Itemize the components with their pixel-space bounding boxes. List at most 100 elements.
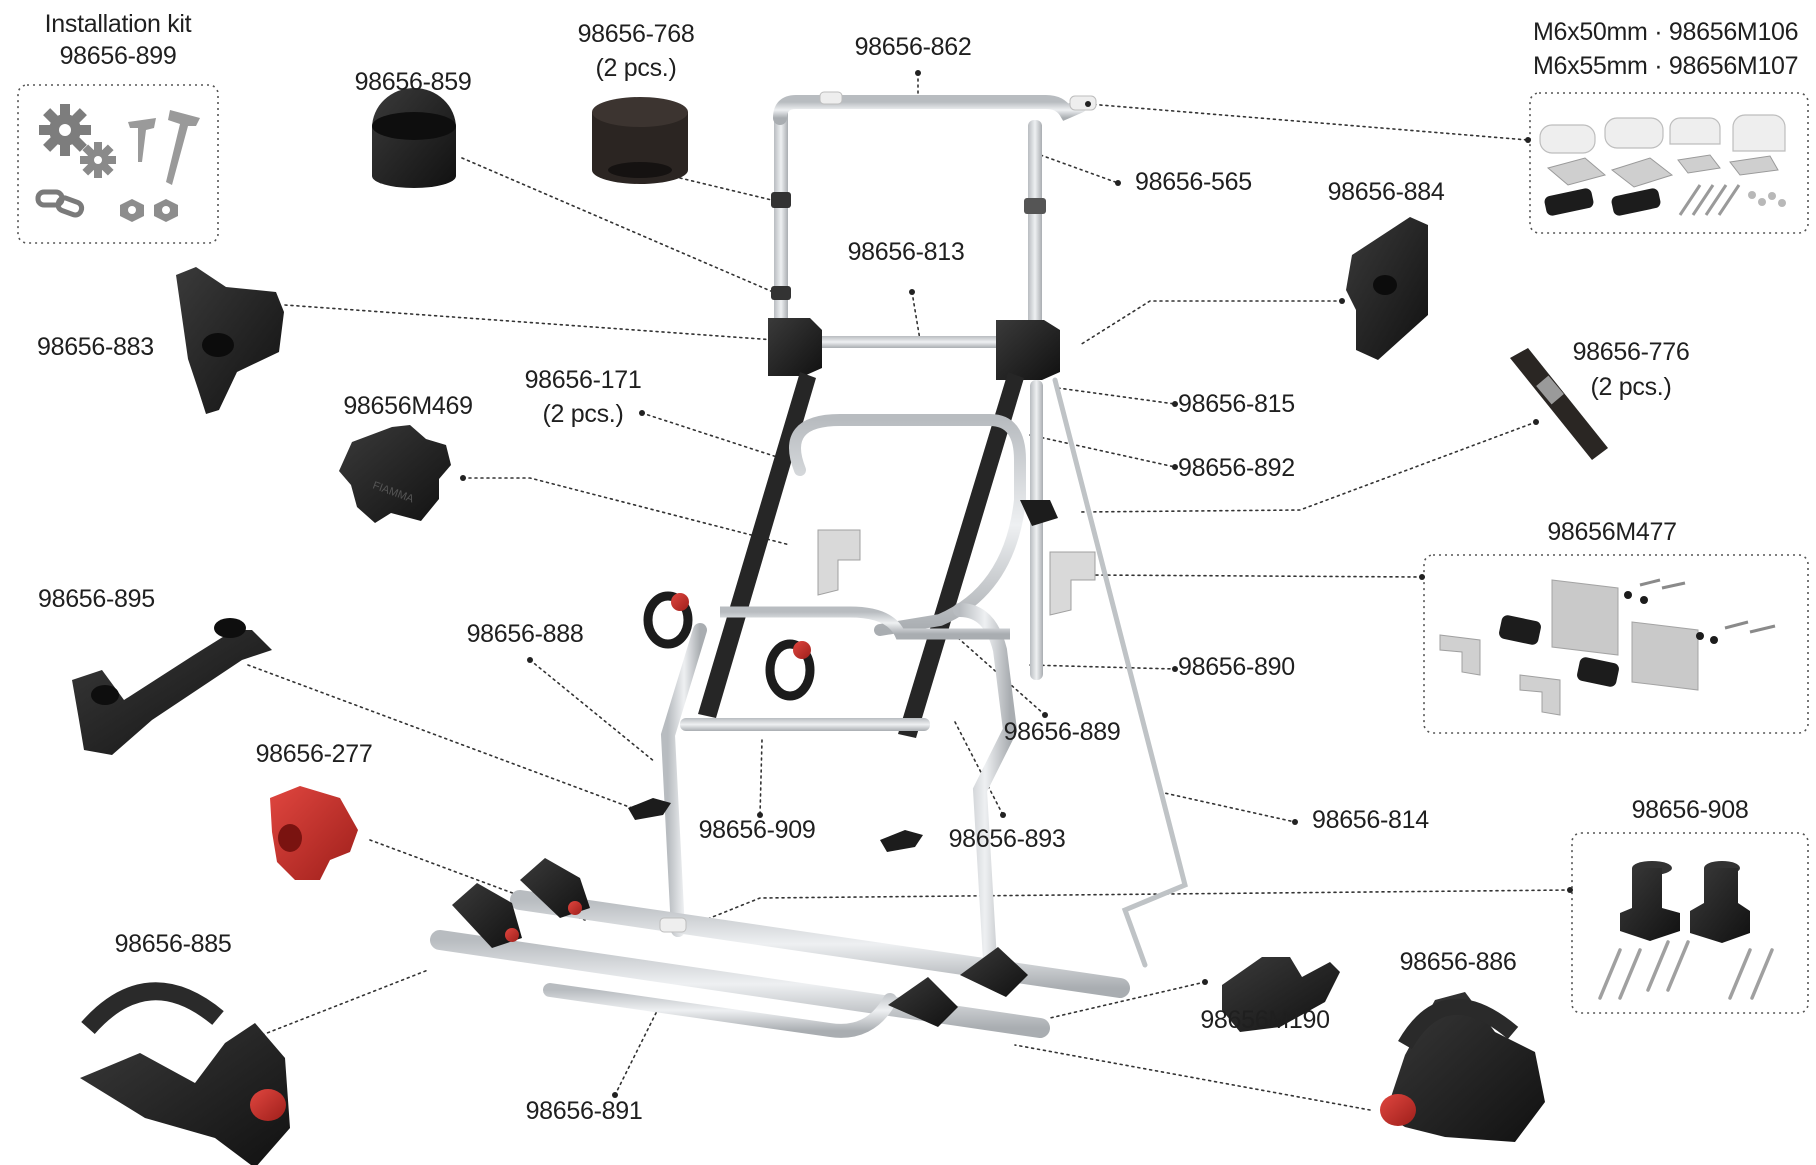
leader-m106 [1087, 103, 1529, 141]
rail-wheel-holder-2 [520, 858, 590, 918]
label-883: 98656-883 [37, 333, 154, 361]
leader-m477 [1089, 574, 1423, 578]
brackets-kit-box [1529, 92, 1809, 234]
leader-859 [461, 157, 781, 296]
leader-893 [954, 721, 1004, 816]
rail-end-cap [659, 917, 687, 933]
crossbar-889 [720, 606, 1010, 640]
label-885: 98656-885 [114, 930, 232, 958]
part-885-wheel-holder [80, 982, 290, 1165]
label-776: 98656-776 [1572, 338, 1690, 366]
label-m190: 98656M190 [1200, 1006, 1330, 1034]
label-888: 98656-888 [466, 620, 584, 648]
leader-277 [369, 839, 586, 921]
leader-909 [759, 739, 763, 816]
label-m469: 98656M469 [343, 392, 473, 420]
label-886: 98656-886 [1399, 948, 1517, 976]
installation-kit-box [17, 84, 219, 244]
label-m107: M6x55mm · 98656M107 [1533, 52, 1799, 80]
angle-bracket-2 [1519, 674, 1561, 716]
label-813: 98656-813 [847, 238, 965, 266]
leader-883 [284, 304, 776, 341]
top-end-cap-left [819, 91, 843, 105]
top-end-cap-right [1069, 95, 1097, 111]
frame-clip-right [880, 830, 923, 852]
frame-clip-left [628, 798, 671, 820]
gear-icon [80, 142, 116, 178]
leader-m469 [462, 477, 791, 546]
rubber-pad-black [1544, 188, 1661, 216]
upright-right-upper [1028, 120, 1042, 335]
label-m106: M6x50mm · 98656M106 [1533, 18, 1799, 46]
leader-565 [1034, 152, 1119, 184]
bottom-rail-assembly [430, 858, 1130, 1038]
sleeve-right-1 [1024, 198, 1046, 214]
leader-890 [1029, 664, 1176, 670]
part-883-bracket [176, 267, 284, 414]
strap-left [698, 372, 816, 718]
rail-cross [543, 983, 897, 1038]
label-889: 98656-889 [1003, 718, 1121, 746]
rubber-pad-2 [1577, 657, 1619, 687]
label-909: 98656-909 [698, 816, 816, 844]
leader-888 [529, 659, 656, 763]
leader-776 [1079, 421, 1537, 513]
sleeve-left-1 [771, 192, 791, 208]
rubber-pad-1 [1499, 615, 1541, 645]
leader-886 [1014, 1044, 1371, 1111]
crossbar-909 [680, 718, 930, 731]
rivets [1598, 940, 1774, 1000]
nut-icon [120, 199, 178, 222]
label-776-qty: (2 pcs.) [1590, 373, 1672, 401]
installation-kit-group [17, 84, 219, 244]
label-768-qty: (2 pcs.) [595, 54, 677, 82]
part-277-red-knob [270, 786, 358, 880]
connector-left [768, 318, 822, 376]
m477-kit-group [1423, 554, 1809, 734]
label-768: 98656-768 [577, 20, 695, 48]
lower-frame-right [953, 603, 1018, 967]
chain-link-icon [35, 189, 85, 218]
tube-socket-2 [1690, 861, 1750, 943]
rail-wheel-holder-1 [452, 883, 522, 948]
brackets-kit-group [1529, 92, 1809, 234]
screw-icon [128, 110, 200, 185]
base-plate-silver [1546, 154, 1779, 188]
label-908: 98656-908 [1631, 796, 1749, 824]
label-m477: 98656M477 [1547, 518, 1677, 546]
leader-814 [1159, 791, 1296, 823]
leader-884 [1079, 300, 1343, 346]
leader-813 [911, 291, 921, 341]
label-171: 98656-171 [524, 366, 642, 394]
leader-885 [261, 969, 429, 1036]
leader-m190 [1049, 981, 1206, 1019]
leader-895 [247, 664, 633, 809]
support-arm-814 [1052, 377, 1188, 968]
bracket-892 [1020, 500, 1058, 526]
rail-wheel-holder-3 [888, 977, 958, 1027]
strap-right [898, 372, 1024, 738]
leader-891 [614, 1004, 661, 1096]
lower-frame-left [660, 623, 707, 937]
upright-right-lower [1030, 380, 1043, 680]
angle-bracket-1 [1439, 634, 1481, 676]
part-895-holder [72, 618, 272, 755]
label-892: 98656-892 [1178, 454, 1295, 482]
label-891: 98656-891 [525, 1097, 643, 1125]
leader-dots [460, 70, 1573, 1098]
label-814: 98656-814 [1312, 806, 1429, 834]
label-895: 98656-895 [38, 585, 155, 613]
p908-kit-group [1571, 832, 1809, 1014]
label-565: 98656-565 [1135, 168, 1252, 196]
label-859: 98656-859 [354, 68, 472, 96]
sleeve-left-2 [771, 286, 791, 300]
part-776-strap [1510, 348, 1608, 460]
label-171-qty: (2 pcs.) [542, 400, 624, 428]
m477-nuts [1624, 591, 1718, 644]
label-277: 98656-277 [255, 740, 373, 768]
part-768-foam-sleeve [592, 97, 688, 184]
gear-icon [39, 104, 91, 156]
part-886-wheel-holder [1380, 992, 1545, 1142]
rail-wheel-holder-4 [960, 947, 1028, 997]
